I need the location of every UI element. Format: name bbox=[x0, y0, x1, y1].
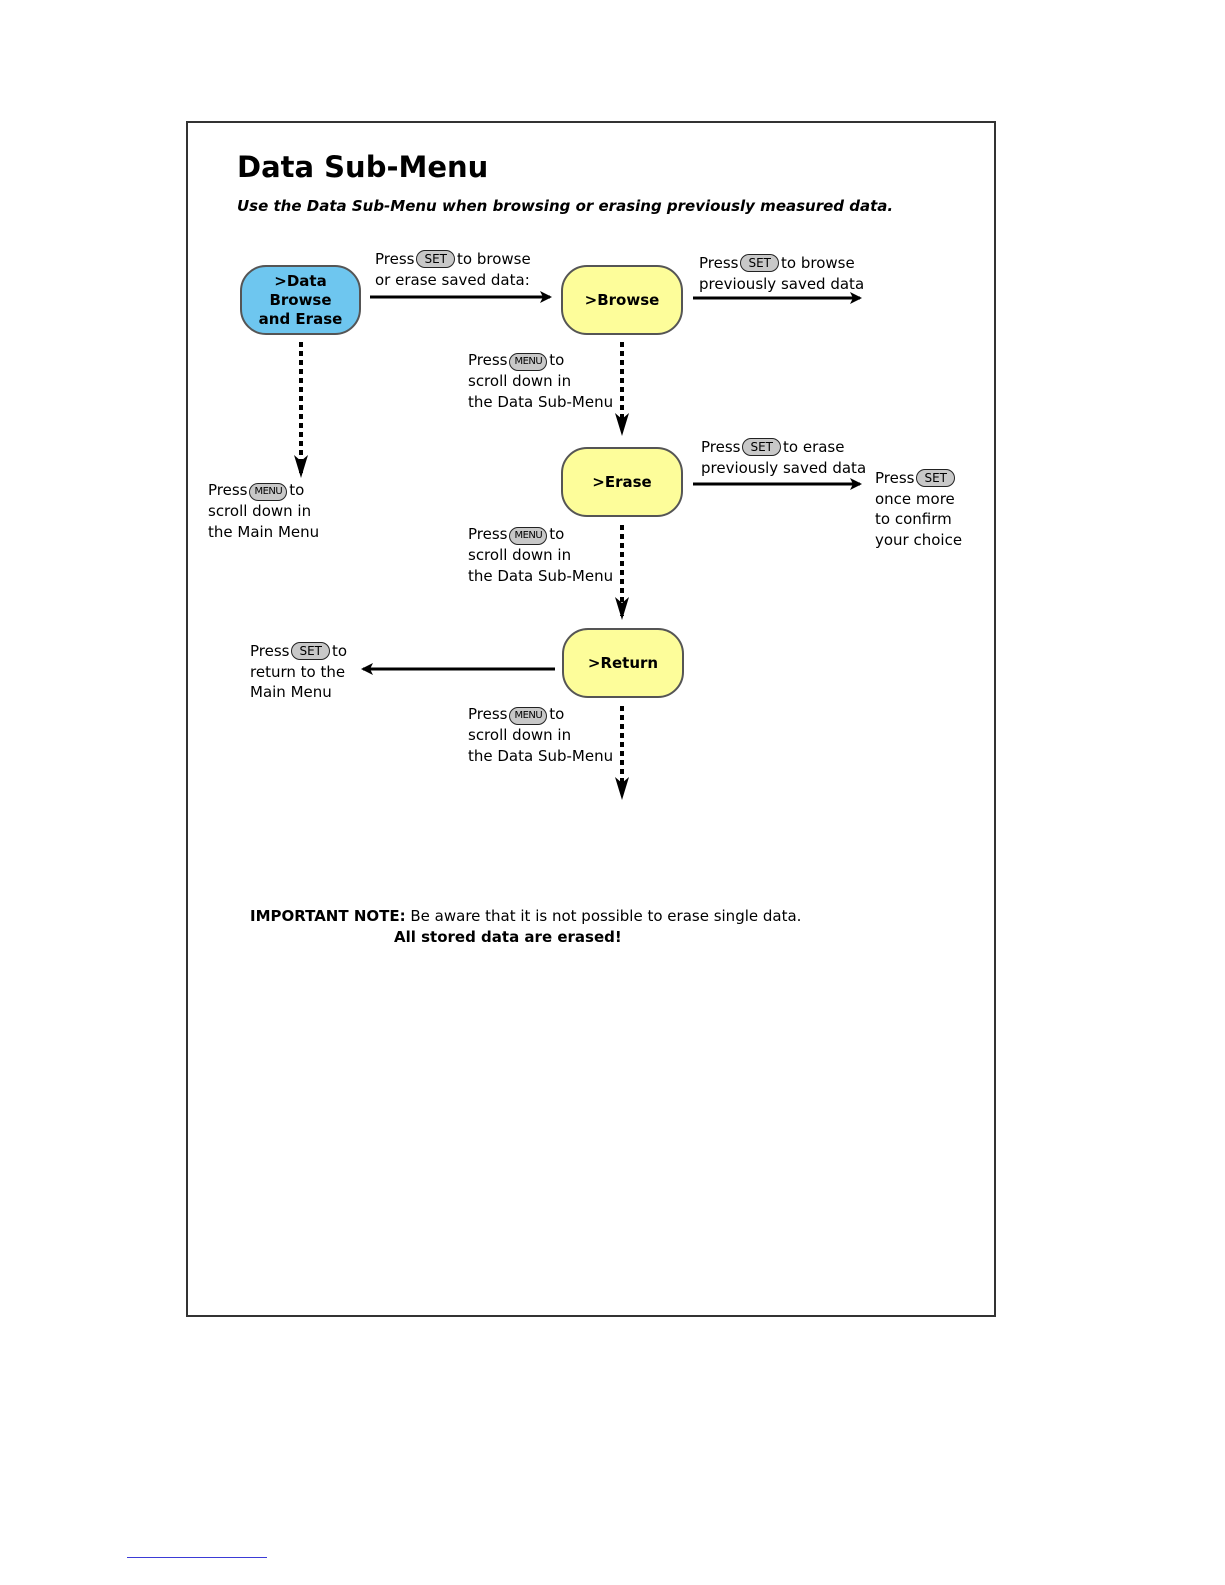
label-text: the Data Sub-Menu bbox=[468, 566, 614, 585]
label-press: Press bbox=[375, 250, 415, 268]
node-browse-label: >Browse bbox=[584, 290, 660, 309]
label-text: to bbox=[549, 525, 565, 543]
set-key-icon: SET bbox=[742, 438, 782, 456]
label-press: Press bbox=[250, 642, 290, 660]
node-return-label: >Return bbox=[587, 653, 659, 672]
label-text: previously saved data bbox=[699, 274, 865, 293]
label-text: scroll down in bbox=[468, 546, 572, 564]
label-text: scroll down in bbox=[468, 372, 572, 390]
set-key-icon: SET bbox=[416, 250, 456, 268]
label-text: to bbox=[332, 642, 348, 660]
label-text: to erase bbox=[783, 438, 845, 456]
label-text: to bbox=[549, 351, 565, 369]
node-erase-label: >Erase bbox=[592, 472, 652, 491]
set-key-icon: SET bbox=[740, 254, 780, 272]
label-text: Main Menu bbox=[250, 683, 332, 701]
label-text: the Data Sub-Menu bbox=[468, 746, 614, 765]
node-return: >Return bbox=[562, 628, 684, 698]
label-press: Press bbox=[468, 525, 508, 543]
label-text: to browse bbox=[457, 250, 531, 268]
node-erase: >Erase bbox=[561, 447, 683, 517]
label-text: scroll down in bbox=[468, 726, 572, 744]
page-title: Data Sub-Menu bbox=[237, 150, 489, 184]
note-text: Be aware that it is not possible to eras… bbox=[410, 907, 802, 925]
node-data-browse-erase-line1: >Data Browse bbox=[269, 271, 332, 309]
label-press: Press bbox=[699, 254, 739, 272]
important-note: IMPORTANT NOTE: Be aware that it is not … bbox=[250, 906, 801, 948]
label-text: previously saved data bbox=[701, 458, 867, 477]
label-text: return to the bbox=[250, 662, 346, 681]
label-text: to confirm bbox=[875, 510, 952, 528]
label-text: scroll down in bbox=[208, 502, 312, 520]
menu-key-icon: MENU bbox=[509, 353, 548, 371]
node-browse: >Browse bbox=[561, 265, 683, 335]
label-text: the Main Menu bbox=[208, 522, 320, 541]
label-text: once more bbox=[875, 489, 955, 508]
label-press: Press bbox=[468, 705, 508, 723]
label-text: the Data Sub-Menu bbox=[468, 392, 614, 411]
label-text: to bbox=[289, 481, 305, 499]
label-press: Press bbox=[468, 351, 508, 369]
label-press: Press bbox=[875, 469, 915, 487]
node-data-browse-erase-line2: and Erase bbox=[258, 309, 343, 328]
label-text: your choice bbox=[875, 530, 963, 549]
label-press: Press bbox=[701, 438, 741, 456]
page-frame bbox=[186, 121, 996, 1317]
page-subtitle: Use the Data Sub-Menu when browsing or e… bbox=[237, 197, 894, 215]
node-data-browse-erase: >Data Browse and Erase bbox=[240, 265, 361, 335]
label-text: or erase saved data: bbox=[375, 270, 530, 289]
note-label: IMPORTANT NOTE: bbox=[250, 907, 406, 925]
set-key-icon: SET bbox=[916, 469, 956, 487]
menu-key-icon: MENU bbox=[509, 527, 548, 545]
label-text: to bbox=[549, 705, 565, 723]
label-text: to browse bbox=[781, 254, 855, 272]
bottom-link-underline bbox=[127, 1557, 267, 1558]
menu-key-icon: MENU bbox=[249, 483, 288, 501]
note-emphasis: All stored data are erased! bbox=[394, 928, 622, 946]
label-press: Press bbox=[208, 481, 248, 499]
set-key-icon: SET bbox=[291, 642, 331, 660]
menu-key-icon: MENU bbox=[509, 707, 548, 725]
